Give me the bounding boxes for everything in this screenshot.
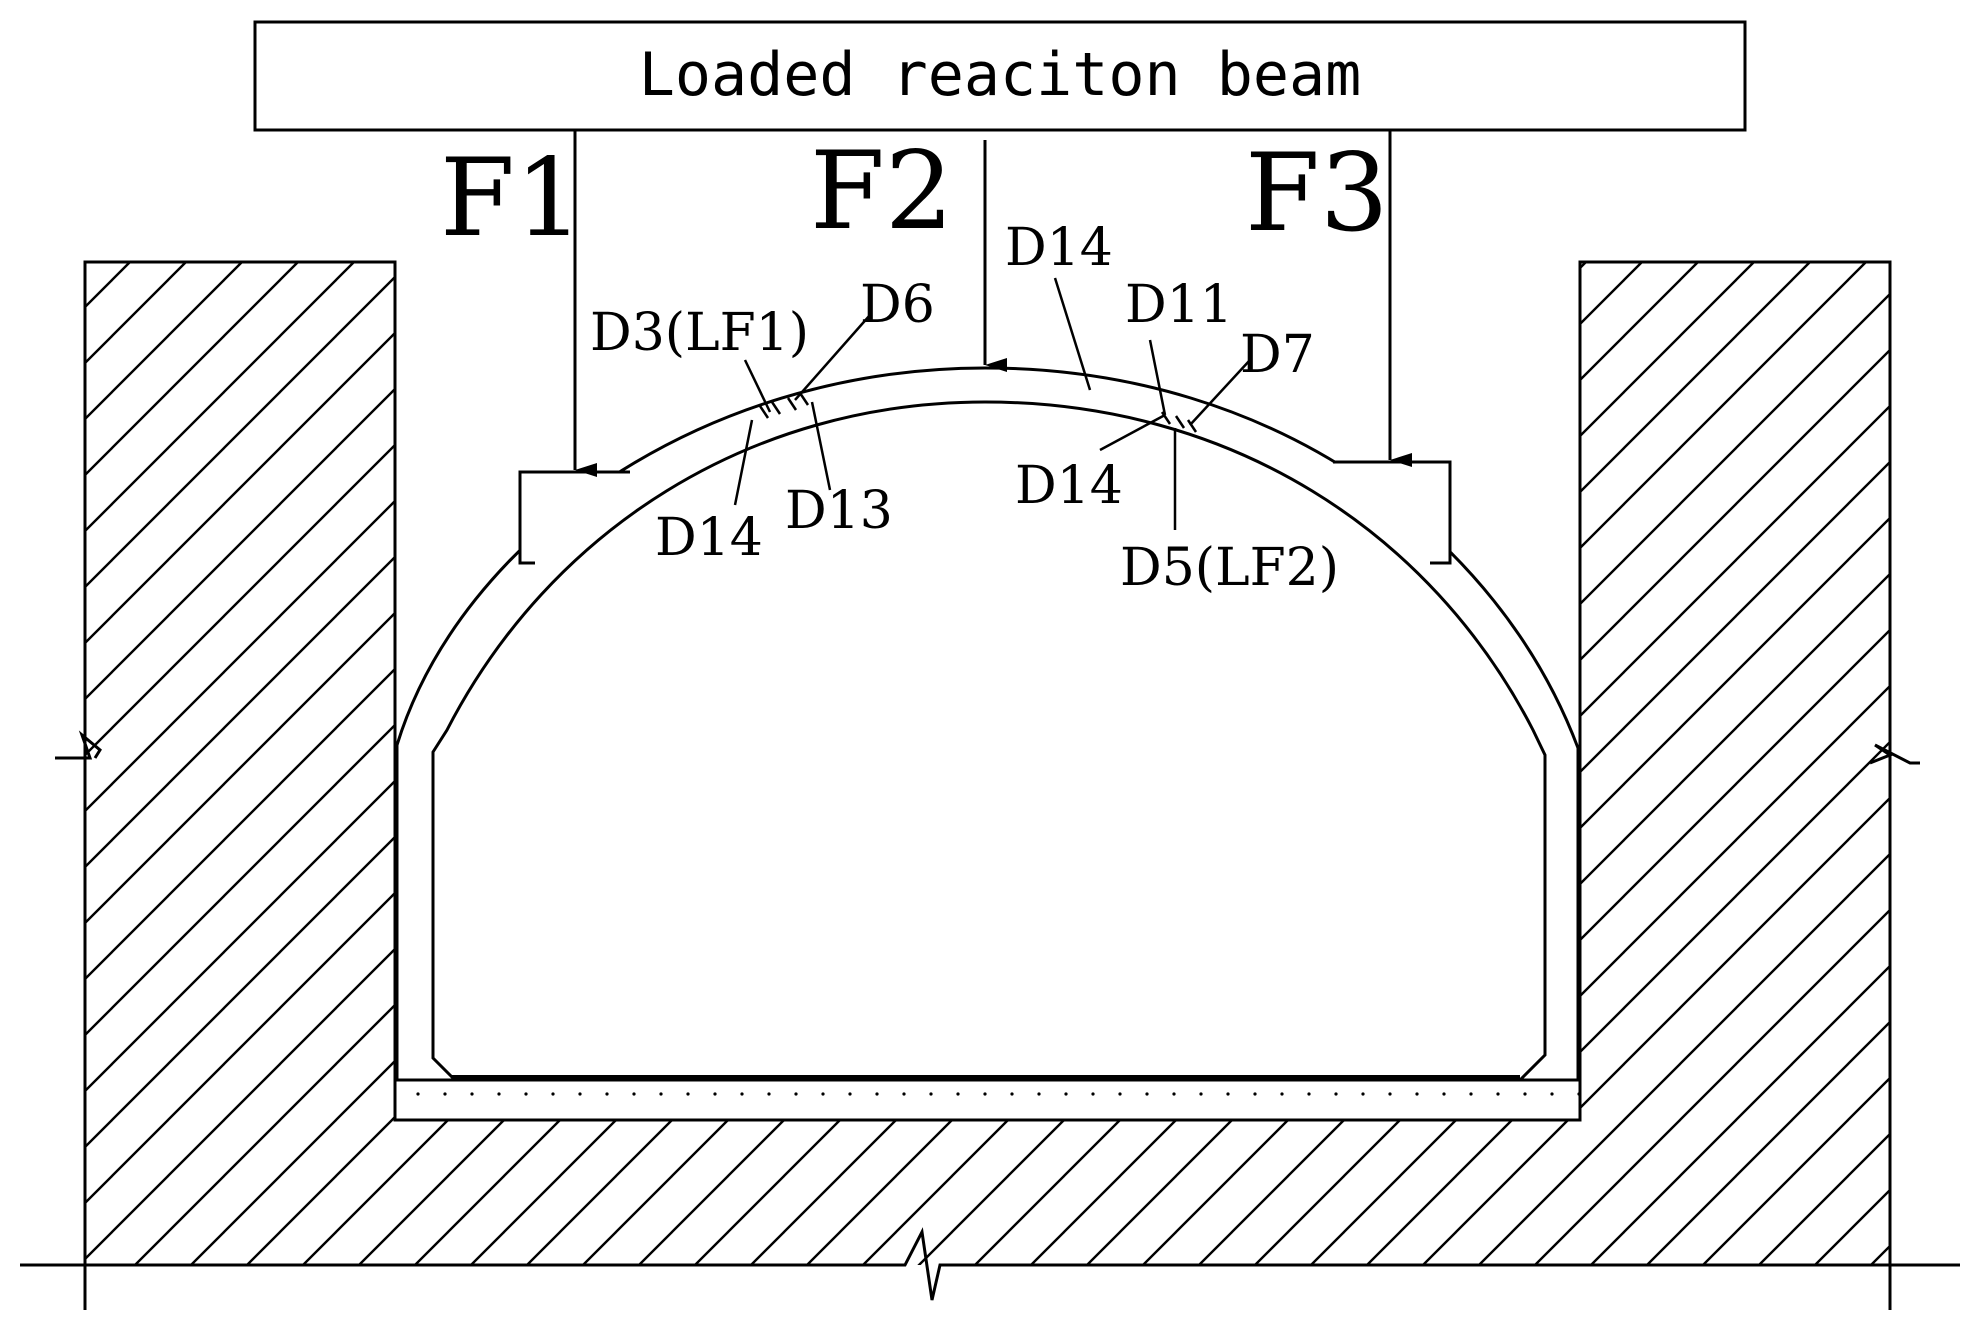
gauge-label-d6: D6 — [860, 275, 935, 335]
gauge-labels: D3(LF1) D6 D14 D13 D14 D11 D7 D14 D5(LF2… — [590, 218, 1339, 598]
gauge-label-d14-left: D14 — [655, 508, 763, 568]
gauge-label-d7: D7 — [1240, 325, 1315, 385]
bedding-layer — [393, 1078, 1582, 1122]
gauge-label-d5: D5(LF2) — [1120, 538, 1339, 598]
gauge-label-d3: D3(LF1) — [590, 303, 809, 363]
gauge-ticks — [758, 392, 1198, 433]
gauge-label-d13: D13 — [785, 481, 893, 541]
force-label-f1: F1 — [440, 136, 584, 261]
force-arrows — [573, 130, 1412, 477]
reaction-beam: Loaded reaciton beam — [253, 20, 1747, 132]
force-label-f2: F2 — [810, 129, 954, 254]
break-marks — [20, 730, 1960, 1301]
gauge-label-d14-right: D14 — [1015, 456, 1123, 516]
gauge-label-d14-top: D14 — [1005, 218, 1113, 278]
gauge-label-d11: D11 — [1125, 275, 1233, 335]
beam-label: Loaded reaciton beam — [639, 40, 1361, 110]
force-label-f3: F3 — [1245, 131, 1389, 256]
leader-lines — [733, 277, 1251, 530]
